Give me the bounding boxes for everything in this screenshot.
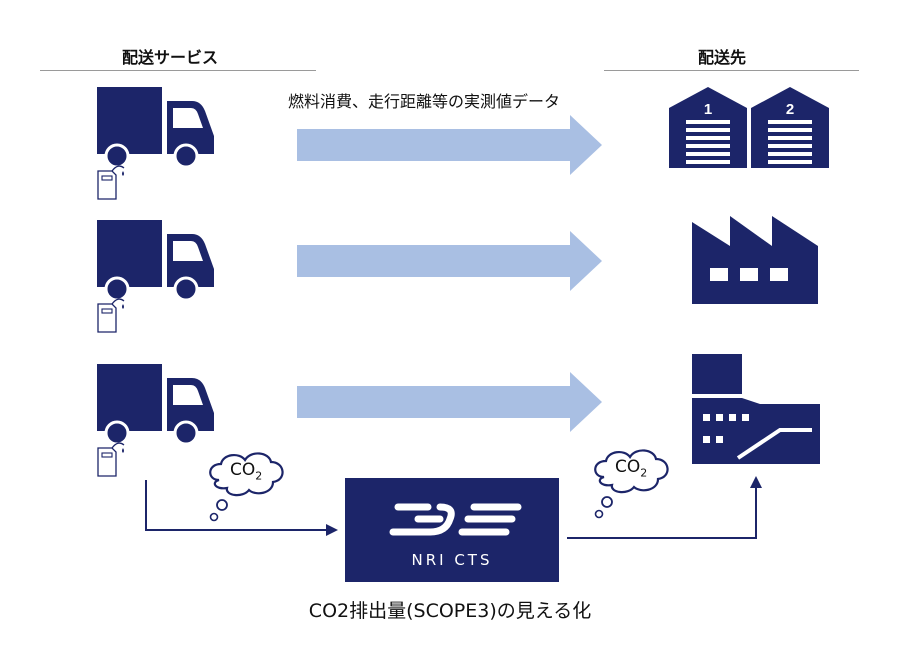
co2-sub-left: 2 [255,469,263,483]
truck-icon-2 [95,218,216,302]
warehouse-door-2-label: 2 [786,101,794,118]
fuel-can-icon-1 [97,165,125,200]
truck-icon-3 [95,362,216,446]
co2-main-left: CO [230,460,256,480]
header-delivery-service: 配送サービス [122,48,219,67]
plant-building-icon [692,354,820,464]
co2-label-left: CO2 [230,460,262,482]
header-right-divider [604,70,859,71]
data-arrow-3 [297,372,602,432]
flow-arrow-to-destination [567,476,762,539]
warehouse-icon: 1 2 [669,87,829,168]
logo-text: NRI CTS [411,551,493,569]
co2-sub-right: 2 [640,466,648,480]
header-left-divider [40,70,316,71]
data-arrow-2 [297,231,602,291]
truck-icon-1 [95,85,216,169]
fuel-can-icon-2 [97,298,125,333]
fuel-can-icon-3 [97,442,125,477]
arrow-data-label: 燃料消費、走行距離等の実測値データ [288,92,561,111]
nri-cts-logo [345,478,559,582]
header-destination: 配送先 [698,48,747,67]
factory-icon [692,216,818,304]
co2-label-right: CO2 [615,457,647,479]
warehouse-door-1-label: 1 [704,101,712,118]
diagram-caption: CO2排出量(SCOPE3)の見える化 [308,600,592,622]
flow-arrow-to-platform [145,480,338,536]
data-arrow-1 [297,115,602,175]
co2-main-right: CO [615,457,641,477]
